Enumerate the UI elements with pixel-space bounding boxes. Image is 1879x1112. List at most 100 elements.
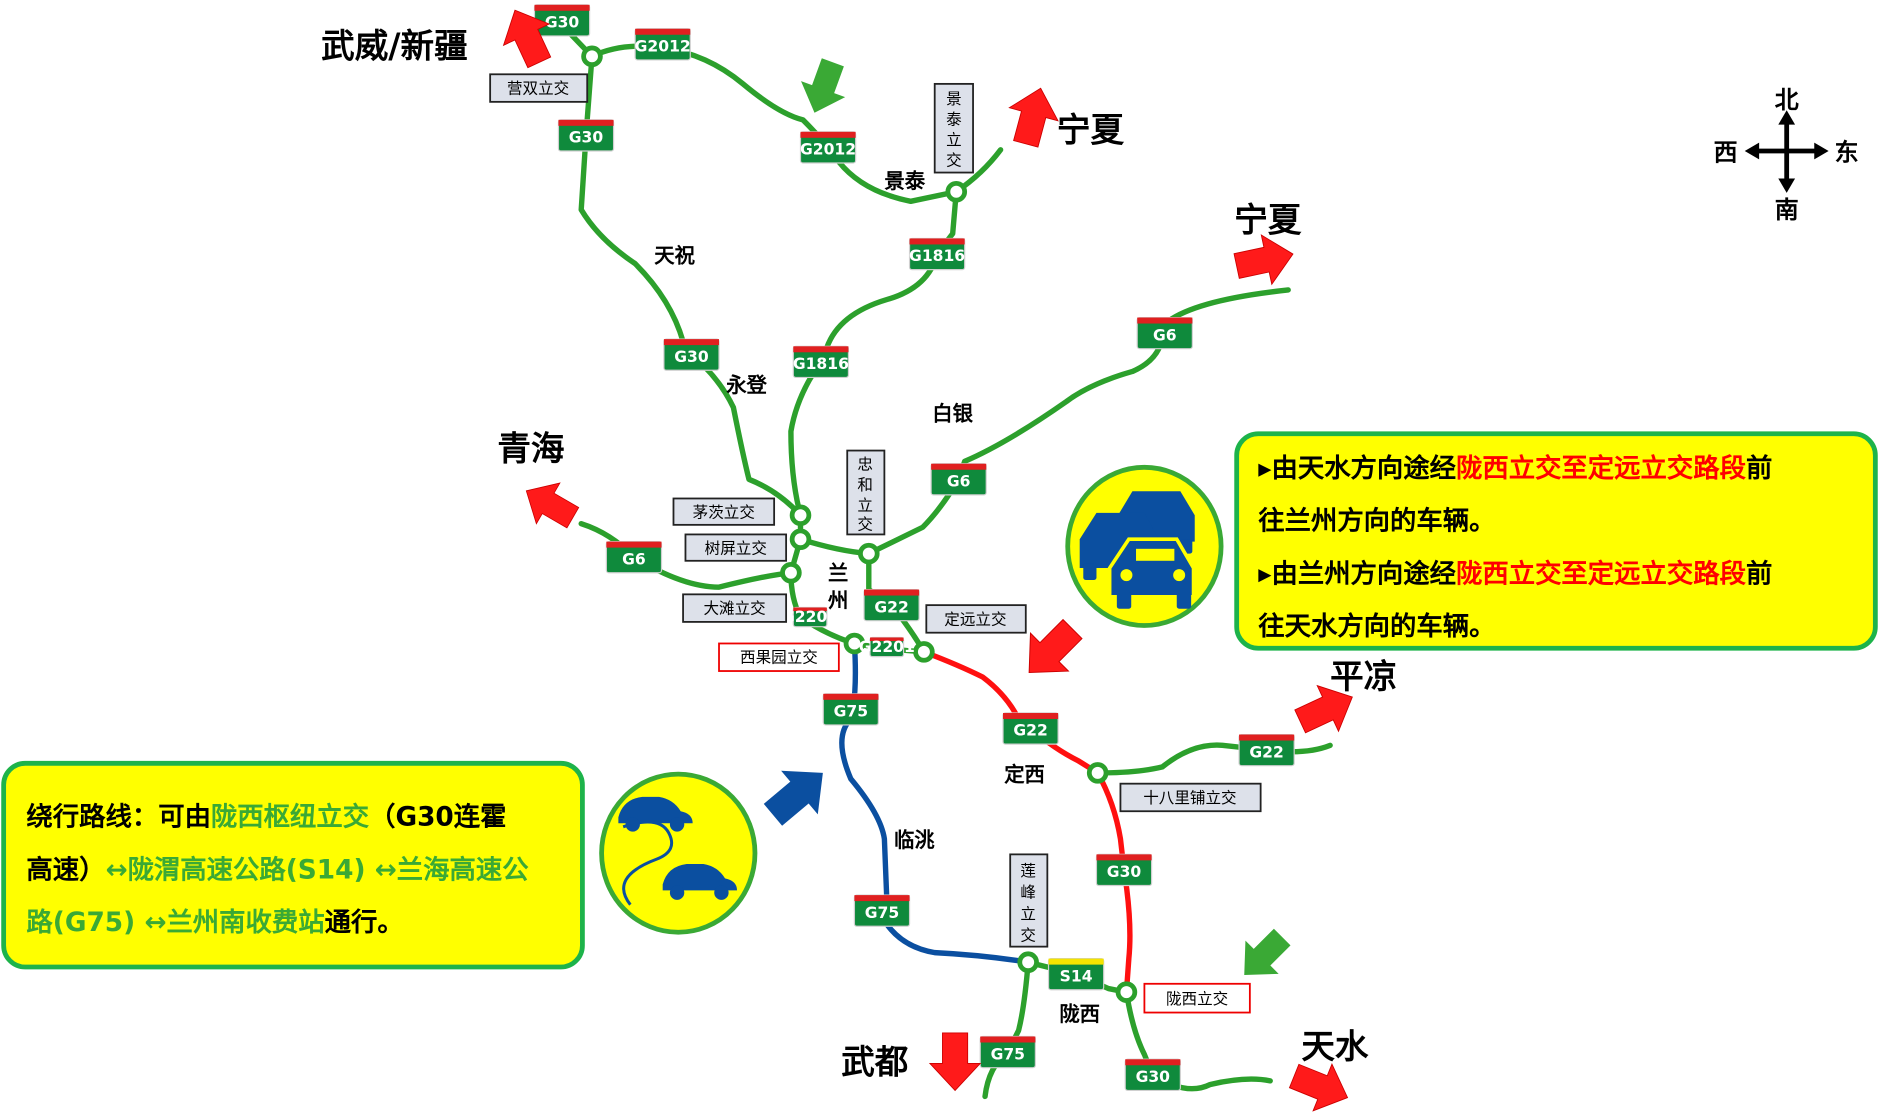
shield-label: G2012: [635, 38, 691, 56]
town-dingxi: 定西: [1004, 762, 1045, 786]
compass-west: 西: [1714, 139, 1738, 167]
notice-line-2: 往兰州方向的车辆。: [1258, 506, 1495, 537]
label-text: 陇西立交: [1166, 990, 1228, 1008]
label-text: 莲: [1020, 862, 1036, 880]
highway-shield-g2012: G2012: [799, 131, 857, 164]
label-text: 茅茨立交: [693, 504, 755, 522]
label-text: 交: [1020, 927, 1036, 945]
highway-shield-g22: G22: [863, 588, 920, 622]
town-tianzhu: 天祝: [654, 243, 695, 267]
label-jingtai: 景 泰 立 交: [933, 82, 974, 174]
detour-route-box: 绕行路线：可由陇西枢纽立交（G30连霍 高速）↔陇渭高速公路(S14) ↔兰海高…: [1, 760, 585, 970]
label-text: 立: [857, 496, 873, 514]
compass-east: 东: [1835, 139, 1859, 167]
label-longxi: 陇西立交: [1143, 982, 1251, 1014]
shield-label: G1816: [909, 247, 965, 265]
town-lanzhou-2: 州: [828, 589, 848, 613]
arrow-green-north-icon: [792, 54, 855, 121]
label-xiguoyuan: 西果园立交: [718, 642, 840, 672]
detour-line-3: 路(G75) ↔兰州南收费站通行。: [26, 907, 403, 938]
highway-shield-g75: G75: [979, 1035, 1036, 1069]
label-text: 营双立交: [507, 79, 569, 97]
highway-shield-g2201: G2201: [782, 606, 838, 628]
node-longxi[interactable]: [1115, 981, 1138, 1003]
highway-shield-g75: G75: [822, 693, 879, 726]
node-maoci[interactable]: [789, 504, 812, 527]
town-longxi: 陇西: [1059, 1002, 1100, 1026]
label-text: 交: [857, 516, 873, 534]
label-text: 大滩立交: [703, 600, 765, 618]
interchange-labels: 营双立交 茅茨立交 树屏立交 大滩立交 定远立交 西果园立交 十八里铺立交 陇西…: [489, 73, 1262, 1014]
highway-shield-g2201: G2201: [859, 636, 915, 658]
shield-label: G1816: [793, 355, 849, 373]
highway-shield-g22: G22: [1238, 733, 1295, 767]
shield-label: G2201: [782, 608, 838, 626]
closure-notice-box: ▸由天水方向途经陇西立交至定远立交路段前 往兰州方向的车辆。 ▸由兰州方向途经陇…: [1234, 431, 1878, 651]
notice-line-1: ▸由天水方向途经陇西立交至定远立交路段前: [1258, 453, 1772, 484]
arrow-green-longxi-icon: [1227, 920, 1299, 992]
compass-north: 北: [1775, 86, 1799, 114]
arrow-wudu-icon: [929, 1032, 981, 1091]
shield-label: G30: [569, 129, 604, 147]
label-text: 立: [946, 131, 962, 149]
shield-label: G22: [1013, 722, 1047, 740]
label-datan: 大滩立交: [682, 593, 788, 623]
node-zhonghe[interactable]: [858, 542, 880, 565]
node-shuping[interactable]: [789, 528, 812, 551]
detour-line-2: 高速）↔陇渭高速公路(S14) ↔兰海高速公: [26, 854, 529, 885]
highway-shield-g30: G30: [533, 4, 591, 37]
shield-label: G6: [947, 473, 971, 491]
label-text: 立: [1020, 905, 1036, 923]
place-wudu: 武都: [841, 1043, 908, 1082]
label-text: 泰: [946, 111, 962, 129]
shield-label: G6: [1153, 326, 1177, 344]
compass-south: 南: [1775, 196, 1799, 224]
place-ningxia-east: 宁夏: [1234, 200, 1302, 239]
node-jingtai[interactable]: [945, 180, 968, 203]
shield-label: G6: [622, 550, 646, 568]
highway-shield-g1816: G1816: [792, 345, 850, 379]
town-baiyin: 白银: [932, 402, 973, 426]
place-pingliang: 平凉: [1330, 657, 1397, 696]
town-lintao: 临洮: [894, 828, 935, 852]
label-text: 忠: [857, 456, 873, 474]
highway-shield-g75: G75: [853, 894, 911, 927]
place-qinghai: 青海: [497, 429, 564, 468]
road-g75-south: [982, 959, 1031, 1100]
label-text: 树屏立交: [705, 540, 767, 558]
label-shuping: 树屏立交: [684, 533, 788, 562]
shield-label: G30: [1107, 863, 1142, 881]
label-text: 西果园立交: [740, 649, 818, 667]
label-yingshuang: 营双立交: [489, 73, 589, 103]
highway-shield-g22: G22: [1002, 712, 1059, 745]
highway-shield-g6: G6: [1136, 316, 1193, 350]
arrow-detour-icon: [754, 751, 842, 837]
node-dingyuan[interactable]: [913, 641, 935, 663]
shield-label: G75: [991, 1045, 1025, 1063]
shield-label: G22: [874, 598, 908, 616]
interchange-nodes: [581, 45, 1138, 1003]
node-xiguoyuan[interactable]: [843, 632, 866, 655]
label-text: 峰: [1020, 884, 1036, 902]
label-shibalipu: 十八里铺立交: [1119, 782, 1262, 813]
shield-label: G30: [545, 14, 580, 32]
highway-shield-s14: S14: [1047, 958, 1105, 991]
arrow-ningxia-north-icon: [1001, 81, 1066, 151]
label-text: 定远立交: [944, 610, 1006, 628]
node-shibalipu[interactable]: [1086, 762, 1109, 784]
label-zhonghe: 忠 和 立 交: [846, 449, 886, 536]
detour-cars-icon: [599, 771, 758, 935]
shield-label: S14: [1060, 967, 1093, 985]
highway-shield-g1816: G1816: [908, 237, 966, 271]
node-yingshuang[interactable]: [581, 45, 603, 68]
town-labels: 景泰 天祝 永登 白银 兰 州 定西 临洮 陇西: [654, 169, 1100, 1026]
node-lianfeng[interactable]: [1017, 951, 1039, 973]
road-g22-east: [1094, 742, 1333, 776]
shield-label: G22: [1249, 743, 1283, 761]
road-g22-closed: [921, 649, 1133, 995]
shield-label: G30: [674, 348, 709, 366]
highway-shield-g30: G30: [557, 119, 615, 152]
node-datan[interactable]: [780, 561, 802, 584]
